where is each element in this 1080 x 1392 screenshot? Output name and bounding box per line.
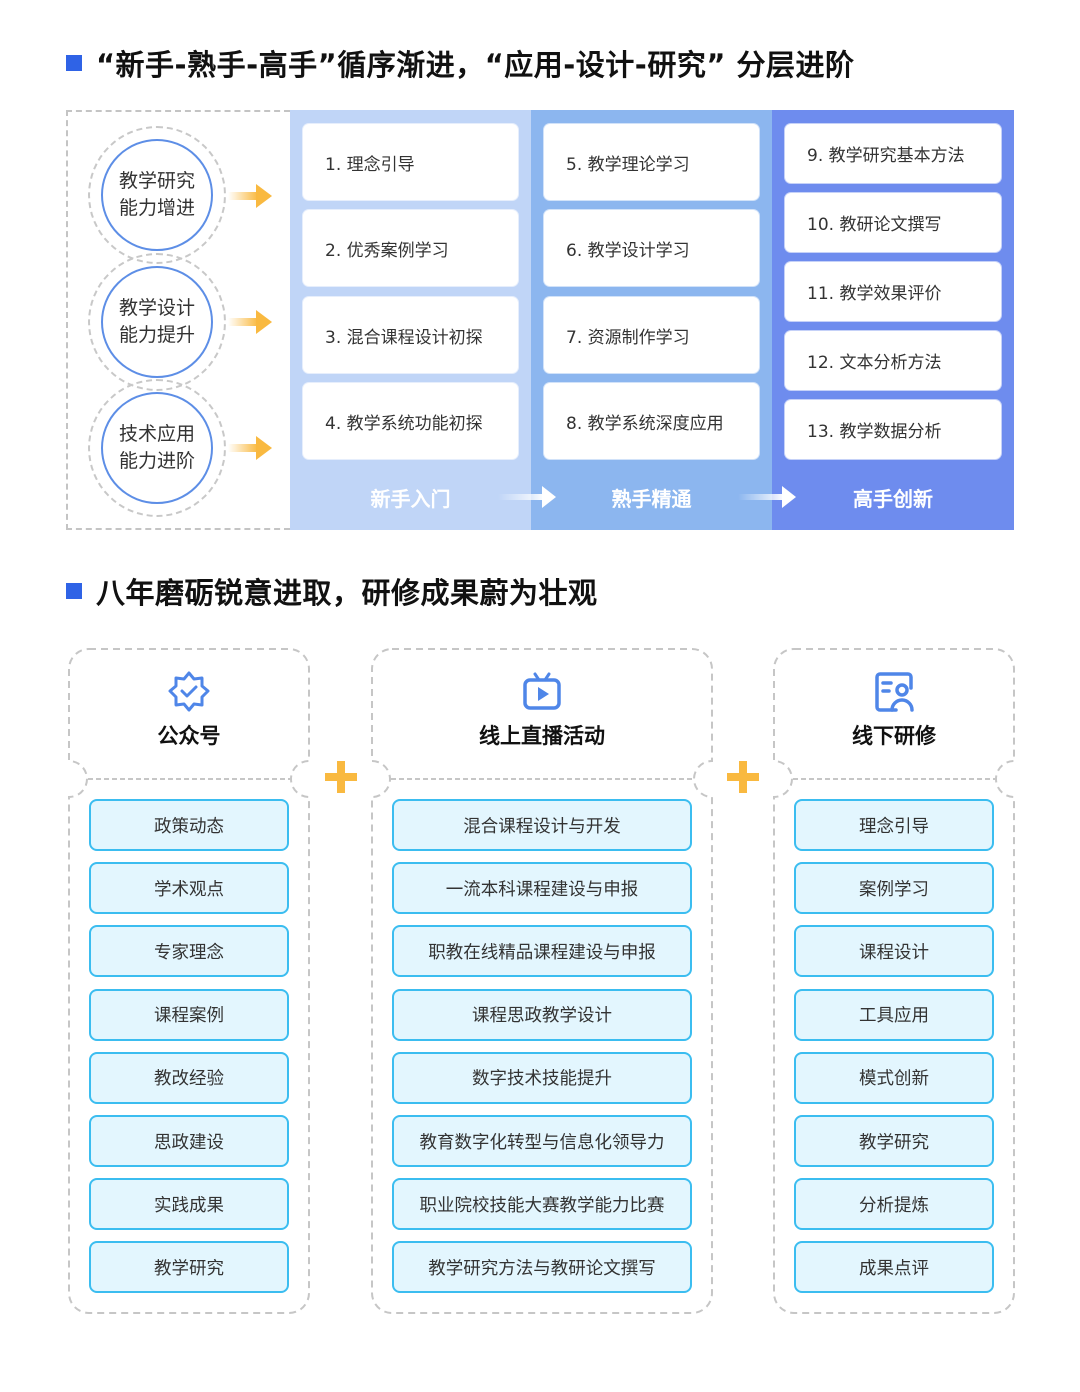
section-title-progression: “新手-熟手-高手”循序渐进，“应用-设计-研究” 分层进阶 bbox=[66, 42, 854, 84]
topic-item: 工具应用 bbox=[794, 988, 994, 1041]
ability-circle: 教学研究能力增进 bbox=[88, 126, 226, 264]
abilities-panel: 教学研究能力增进 教学设计能力提升 技术应用能力进阶 bbox=[66, 110, 290, 530]
stage-item: 12. 文本分析方法 bbox=[785, 331, 1001, 390]
stage-item: 3. 混合课程设计初探 bbox=[303, 297, 518, 373]
stage-item: 9. 教学研究基本方法 bbox=[785, 124, 1001, 183]
stage-item: 11. 教学效果评价 bbox=[785, 262, 1001, 321]
section-title-text: “新手-熟手-高手”循序渐进，“应用-设计-研究” 分层进阶 bbox=[96, 48, 855, 82]
stage-item: 6. 教学设计学习 bbox=[544, 210, 759, 286]
progression-diagram: 教学研究能力增进 教学设计能力提升 技术应用能力进阶 1. 理念引导 2. 优秀… bbox=[66, 110, 1014, 530]
channel-title: 线上直播活动 bbox=[479, 724, 605, 748]
stage-item: 2. 优秀案例学习 bbox=[303, 210, 518, 286]
stage-novice: 1. 理念引导 2. 优秀案例学习 3. 混合课程设计初探 4. 教学系统功能初… bbox=[290, 110, 531, 530]
arrow-right-icon bbox=[228, 184, 272, 208]
topic-item: 课程思政教学设计 bbox=[392, 988, 692, 1041]
arrow-right-icon bbox=[228, 310, 272, 334]
topic-item: 政策动态 bbox=[89, 799, 289, 851]
channel-card-official-account: 公众号政策动态学术观点专家理念课程案例教改经验思政建设实践成果教学研究 bbox=[68, 648, 310, 1314]
topic-item: 教学研究 bbox=[794, 1115, 994, 1167]
topic-item: 分析提炼 bbox=[794, 1178, 994, 1231]
stage-proficient: 5. 教学理论学习 6. 教学设计学习 7. 资源制作学习 8. 教学系统深度应… bbox=[531, 110, 772, 530]
section-title-achievements: 八年磨砺锐意进取，研修成果蔚为壮观 bbox=[66, 570, 598, 612]
channel-title: 线下研修 bbox=[852, 724, 936, 748]
topic-item: 思政建设 bbox=[89, 1115, 289, 1167]
stage-item: 8. 教学系统深度应用 bbox=[544, 383, 759, 459]
stage-item: 1. 理念引导 bbox=[303, 124, 518, 200]
topic-item: 理念引导 bbox=[794, 799, 994, 851]
stage-item: 7. 资源制作学习 bbox=[544, 297, 759, 373]
topic-item: 实践成果 bbox=[89, 1178, 289, 1231]
ability-label: 能力提升 bbox=[118, 324, 195, 346]
tv-play-icon bbox=[520, 670, 564, 714]
title-marker-icon bbox=[66, 583, 82, 599]
stage-item: 5. 教学理论学习 bbox=[544, 124, 759, 200]
ability-label: 能力增进 bbox=[118, 197, 195, 219]
ability-circle: 技术应用能力进阶 bbox=[88, 379, 226, 517]
stage-label: 高手创新 bbox=[853, 487, 933, 511]
plus-icon bbox=[325, 761, 357, 793]
topic-item: 课程设计 bbox=[794, 925, 994, 978]
topic-item: 一流本科课程建设与申报 bbox=[392, 862, 692, 915]
plus-icon bbox=[727, 761, 759, 793]
ability-label: 技术应用 bbox=[118, 423, 195, 445]
topic-item: 教育数字化转型与信息化领导力 bbox=[392, 1115, 692, 1167]
card-outline bbox=[68, 648, 310, 1314]
profile-card-icon bbox=[872, 670, 916, 714]
title-marker-icon bbox=[66, 55, 82, 71]
arrow-right-icon bbox=[498, 486, 556, 508]
topic-item: 教改经验 bbox=[89, 1051, 289, 1104]
topic-item: 专家理念 bbox=[89, 925, 289, 978]
card-outline bbox=[773, 648, 1015, 1314]
section-title-text: 八年磨砺锐意进取，研修成果蔚为壮观 bbox=[96, 576, 598, 610]
arrow-right-icon bbox=[228, 436, 272, 460]
ability-label: 教学设计 bbox=[118, 297, 195, 319]
stage-label: 新手入门 bbox=[370, 487, 451, 511]
channel-title: 公众号 bbox=[157, 724, 221, 748]
stage-label: 熟手精通 bbox=[611, 487, 692, 511]
stage-expert: 9. 教学研究基本方法 10. 教研论文撰写 11. 教学效果评价 12. 文本… bbox=[772, 110, 1014, 530]
topic-item: 学术观点 bbox=[89, 862, 289, 915]
topic-item: 职业院校技能大赛教学能力比赛 bbox=[392, 1178, 692, 1231]
channel-card-live-stream: 线上直播活动混合课程设计与开发一流本科课程建设与申报职教在线精品课程建设与申报课… bbox=[371, 648, 713, 1314]
stage-item: 10. 教研论文撰写 bbox=[785, 193, 1001, 252]
topic-item: 混合课程设计与开发 bbox=[392, 799, 692, 851]
channel-card-offline-training: 线下研修理念引导案例学习课程设计工具应用模式创新教学研究分析提炼成果点评 bbox=[773, 648, 1015, 1314]
topic-item: 课程案例 bbox=[89, 988, 289, 1041]
ability-circle: 教学设计能力提升 bbox=[88, 253, 226, 391]
card-outline bbox=[371, 648, 713, 1314]
arrow-right-icon bbox=[738, 486, 796, 508]
topic-item: 职教在线精品课程建设与申报 bbox=[392, 925, 692, 978]
stage-item: 4. 教学系统功能初探 bbox=[303, 383, 518, 459]
stage-item: 13. 教学数据分析 bbox=[785, 400, 1001, 459]
topic-item: 数字技术技能提升 bbox=[392, 1051, 692, 1104]
topic-item: 案例学习 bbox=[794, 862, 994, 915]
ability-label: 能力进阶 bbox=[118, 450, 195, 472]
topic-item: 教学研究方法与教研论文撰写 bbox=[392, 1241, 692, 1294]
topic-item: 教学研究 bbox=[89, 1241, 289, 1294]
verified-badge-icon bbox=[167, 670, 211, 714]
topic-item: 模式创新 bbox=[794, 1051, 994, 1104]
topic-item: 成果点评 bbox=[794, 1241, 994, 1294]
ability-label: 教学研究 bbox=[118, 170, 195, 192]
